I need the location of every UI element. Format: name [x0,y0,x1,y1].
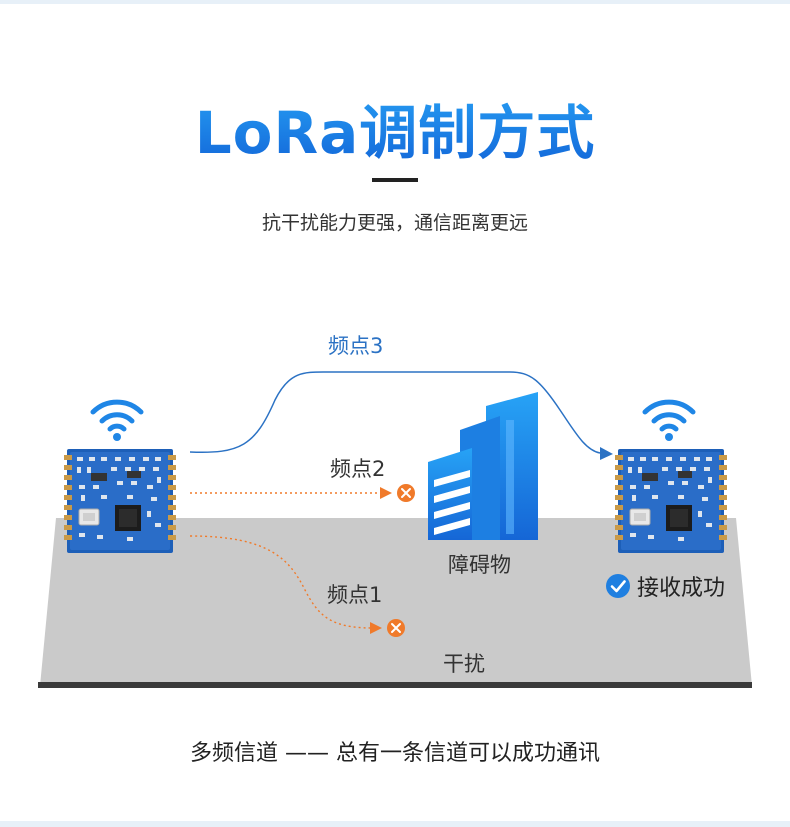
blocked-icon [397,484,415,502]
channel1-label: 频点1 [327,583,383,607]
channel3-path [189,371,601,454]
channel2-label: 频点2 [330,457,386,481]
wifi-icon [645,402,693,441]
interference-wave-icon [416,584,520,662]
receive-status: 接收成功 [605,570,725,602]
channel1-arrow [370,622,382,634]
ground-platform [40,518,752,686]
ground-edge [38,682,752,688]
interference-label: 干扰 [443,652,485,676]
transmitter-module [63,448,177,554]
channel3-label: 频点3 [328,334,384,358]
blocked-icon [387,619,405,637]
title-underline [372,178,418,182]
channel1-path [189,535,373,629]
obstacle-label: 障碍物 [448,553,511,577]
building-icon [428,392,538,540]
page-title: LoRa调制方式 [0,86,790,170]
receiver-module [614,448,728,554]
top-band [0,0,790,4]
page-subtitle: 抗干扰能力更强，通信距离更远 [261,212,528,234]
wifi-icon [93,402,141,441]
channel2-arrow [380,487,392,499]
channel3-arrow [600,447,613,460]
success-label: 接收成功 [637,576,726,601]
footer-caption: 多频信道 —— 总有一条信道可以成功通讯 [190,741,600,766]
check-circle-icon [606,574,630,598]
bottom-band [0,821,790,827]
